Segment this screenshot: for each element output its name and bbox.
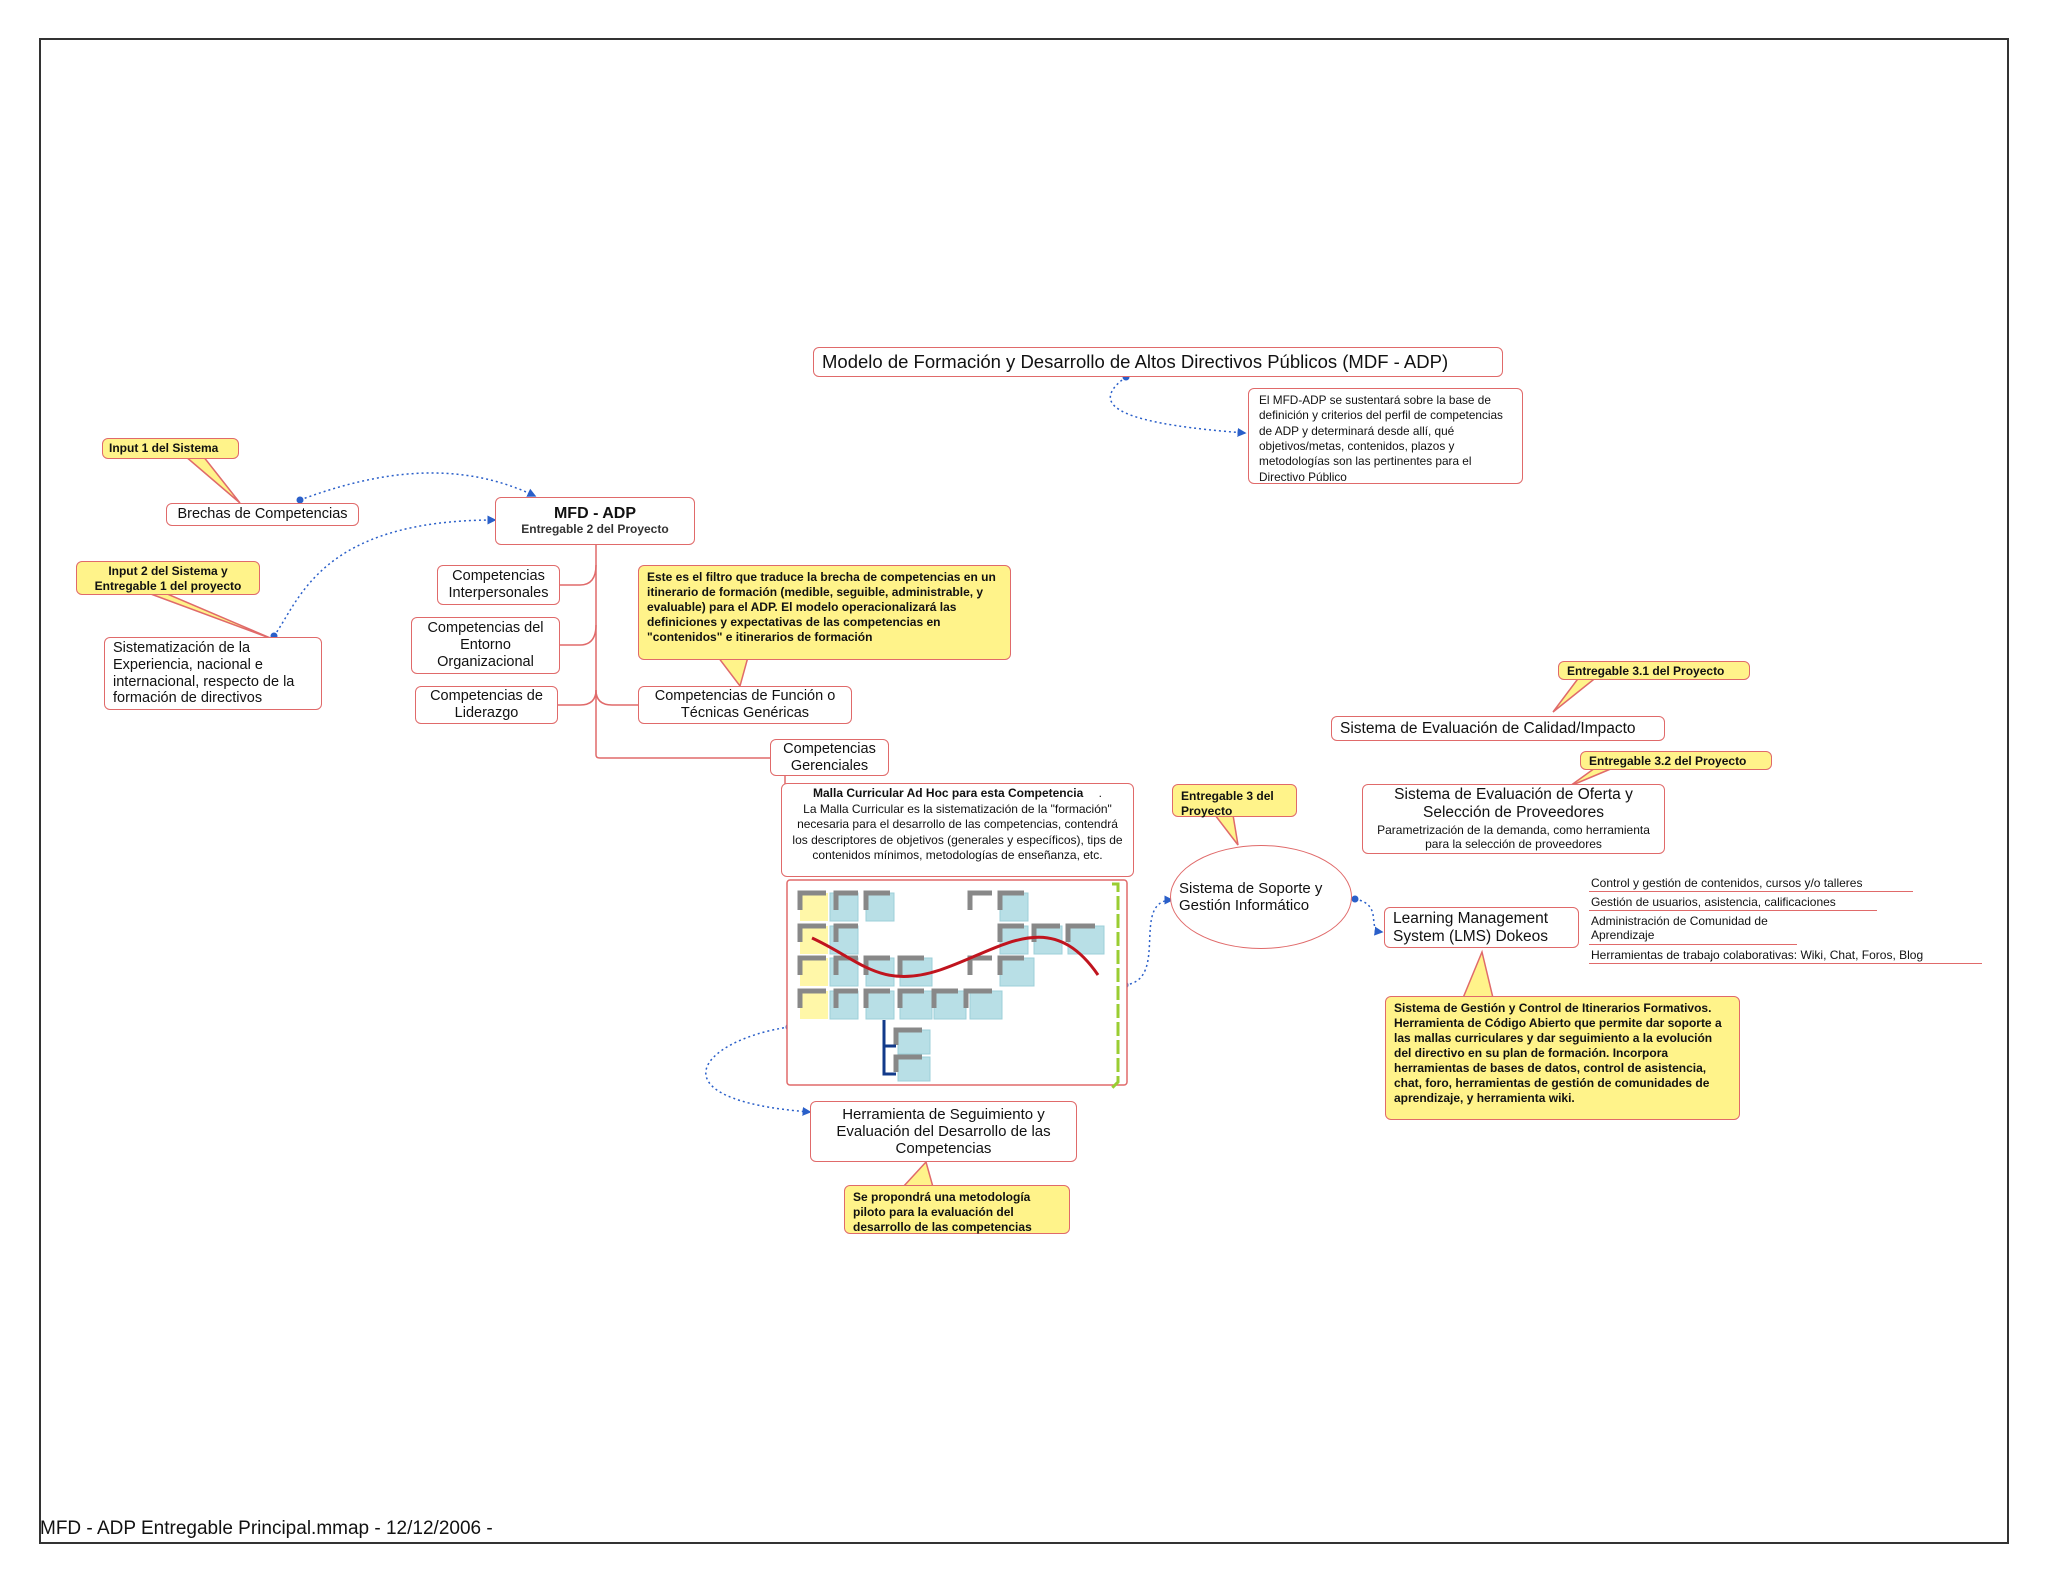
- central-title: MFD - ADP: [554, 505, 636, 523]
- filtro-callout-text: Este es el filtro que traduce la brecha …: [647, 570, 996, 644]
- competencias-liderazgo-node[interactable]: Competencias de Liderazgo: [415, 686, 558, 724]
- malla-note: Malla Curricular Ad Hoc para esta Compet…: [781, 783, 1134, 877]
- lms-node[interactable]: Learning Management System (LMS) Dokeos: [1384, 907, 1579, 948]
- callout-pointer: [140, 590, 275, 640]
- soporte-callout: Entregable 3 del Proyecto: [1172, 784, 1297, 817]
- malla-title-suffix: .: [1099, 786, 1102, 800]
- central-node[interactable]: MFD - ADP Entregable 2 del Proyecto: [495, 497, 695, 545]
- competencias-funcion-node[interactable]: Competencias de Función o Técnicas Genér…: [638, 686, 852, 724]
- lms-item-colaborativas-text: Herramientas de trabajo colaborativas: W…: [1591, 948, 1923, 962]
- lms-item-comunidad: Administración de Comunidad de Aprendiza…: [1589, 914, 1797, 945]
- callout-pointer: [1215, 815, 1238, 845]
- competencias-gerenciales-text: Competencias Gerenciales: [779, 741, 880, 774]
- input2-callout-text: Input 2 del Sistema y Entregable 1 del p…: [95, 564, 242, 593]
- oferta-callout-text: Entregable 3.2 del Proyecto: [1589, 754, 1746, 768]
- competencias-interpersonales-node[interactable]: Competencias Interpersonales: [437, 565, 560, 605]
- calidad-callout-text: Entregable 3.1 del Proyecto: [1567, 664, 1724, 678]
- callout-pointer: [185, 456, 240, 503]
- input1-callout-text: Input 1 del Sistema: [109, 441, 218, 455]
- lms-item-contenidos-text: Control y gestión de contenidos, cursos …: [1591, 876, 1862, 890]
- footer-filename: MFD - ADP Entregable Principal.mmap - 12…: [40, 1518, 493, 1540]
- input1-callout: Input 1 del Sistema: [102, 438, 239, 459]
- input2-callout: Input 2 del Sistema y Entregable 1 del p…: [76, 561, 260, 595]
- competencias-entorno-node[interactable]: Competencias del Entorno Organizacional: [411, 617, 560, 674]
- lms-item-usuarios: Gestión de usuarios, asistencia, calific…: [1589, 895, 1877, 911]
- oferta-title: Sistema de Evaluación de Oferta y Selecc…: [1371, 786, 1656, 822]
- competencias-entorno-text: Competencias del Entorno Organizacional: [420, 620, 551, 670]
- model-title-node[interactable]: Modelo de Formación y Desarrollo de Alto…: [813, 347, 1503, 377]
- oferta-node[interactable]: Sistema de Evaluación de Oferta y Selecc…: [1362, 784, 1665, 854]
- lms-text: Learning Management System (LMS) Dokeos: [1393, 910, 1570, 946]
- soporte-text: Sistema de Soporte y Gestión Informático: [1179, 880, 1343, 915]
- filtro-callout: Este es el filtro que traduce la brecha …: [638, 565, 1011, 660]
- oferta-subtitle: Parametrización de la demanda, como herr…: [1371, 824, 1656, 852]
- competencias-liderazgo-text: Competencias de Liderazgo: [424, 688, 549, 721]
- competencias-funcion-text: Competencias de Función o Técnicas Genér…: [647, 688, 843, 721]
- callout-pointer: [903, 1162, 933, 1187]
- calidad-node[interactable]: Sistema de Evaluación de Calidad/Impacto: [1331, 716, 1665, 741]
- soporte-node[interactable]: Sistema de Soporte y Gestión Informático: [1170, 845, 1352, 949]
- brechas-text: Brechas de Competencias: [177, 506, 347, 523]
- lms-item-comunidad-text: Administración de Comunidad de Aprendiza…: [1591, 914, 1768, 942]
- model-description-note: El MFD-ADP se sustentará sobre la base d…: [1248, 388, 1523, 484]
- oferta-callout: Entregable 3.2 del Proyecto: [1580, 751, 1772, 770]
- callout-pointer: [1553, 676, 1598, 712]
- callout-pointer: [1463, 952, 1493, 998]
- malla-title: Malla Curricular Ad Hoc para esta Compet…: [813, 786, 1083, 800]
- malla-title-row: Malla Curricular Ad Hoc para esta Compet…: [790, 786, 1125, 802]
- herramienta-node[interactable]: Herramienta de Seguimiento y Evaluación …: [810, 1101, 1077, 1162]
- competencias-gerenciales-node[interactable]: Competencias Gerenciales: [770, 739, 889, 776]
- malla-grid-image: [787, 880, 1127, 1088]
- competencias-interpersonales-text: Competencias Interpersonales: [446, 568, 551, 601]
- calidad-text: Sistema de Evaluación de Calidad/Impacto: [1340, 720, 1636, 738]
- calidad-callout: Entregable 3.1 del Proyecto: [1558, 661, 1750, 680]
- model-title-text: Modelo de Formación y Desarrollo de Alto…: [822, 351, 1448, 372]
- lms-callout-text: Sistema de Gestión y Control de Itinerar…: [1394, 1001, 1722, 1105]
- lms-callout: Sistema de Gestión y Control de Itinerar…: [1385, 996, 1740, 1120]
- lms-item-contenidos: Control y gestión de contenidos, cursos …: [1589, 876, 1913, 892]
- herramienta-text: Herramienta de Seguimiento y Evaluación …: [819, 1106, 1068, 1158]
- lms-item-colaborativas: Herramientas de trabajo colaborativas: W…: [1589, 948, 1982, 964]
- callout-pointer: [718, 657, 748, 686]
- herramienta-callout-text: Se propondrá una metodología piloto para…: [853, 1190, 1032, 1234]
- herramienta-callout: Se propondrá una metodología piloto para…: [844, 1185, 1070, 1234]
- model-description-text: El MFD-ADP se sustentará sobre la base d…: [1259, 393, 1503, 484]
- sistematizacion-node[interactable]: Sistematización de la Experiencia, nacio…: [104, 637, 322, 710]
- central-subtitle: Entregable 2 del Proyecto: [521, 523, 668, 537]
- lms-item-usuarios-text: Gestión de usuarios, asistencia, calific…: [1591, 895, 1836, 909]
- sistematizacion-text: Sistematización de la Experiencia, nacio…: [113, 640, 313, 707]
- malla-body: La Malla Curricular es la sistematizació…: [790, 802, 1125, 864]
- soporte-callout-text: Entregable 3 del Proyecto: [1181, 789, 1274, 818]
- brechas-node[interactable]: Brechas de Competencias: [166, 503, 359, 526]
